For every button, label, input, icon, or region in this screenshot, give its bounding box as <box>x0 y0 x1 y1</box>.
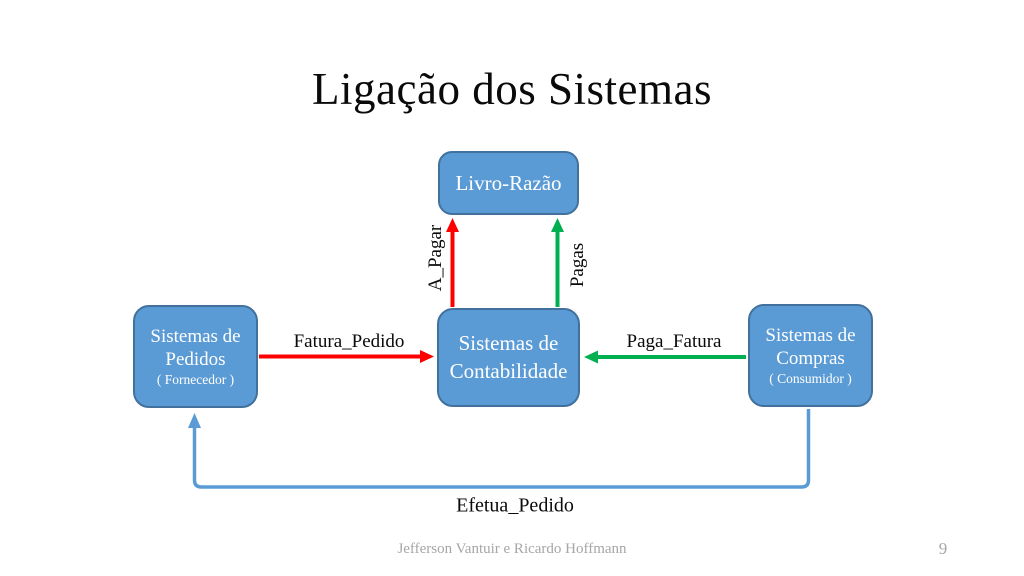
node-compras-sublabel: ( Consumidor ) <box>769 371 852 387</box>
footer-page-number: 9 <box>938 539 948 558</box>
efetua-pedido-label: Efetua_Pedido <box>456 494 574 517</box>
node-livro-razao: Livro-Razão <box>438 151 579 215</box>
node-contabilidade: Sistemas de Contabilidade <box>437 308 580 407</box>
node-pedidos-line1: Sistemas de <box>150 325 241 347</box>
pagas-arrow <box>551 218 564 307</box>
node-contabilidade-line1: Sistemas de <box>458 331 559 356</box>
paga-fatura-label: Paga_Fatura <box>626 331 722 352</box>
footer-authors: Jefferson Vantuir e Ricardo Hoffmann <box>397 541 627 557</box>
slide-title: Ligação dos Sistemas <box>312 64 712 114</box>
node-compras-line1: Sistemas de <box>765 324 856 346</box>
node-pedidos-line2: Pedidos <box>165 349 226 371</box>
node-pedidos-sublabel: ( Fornecedor ) <box>156 372 235 388</box>
node-compras-line2: Compras <box>776 348 845 370</box>
node-livro-razao-label: Livro-Razão <box>455 170 562 195</box>
a-pagar-arrow <box>446 218 459 307</box>
a-pagar-label: A_Pagar <box>425 224 446 292</box>
efetua-pedido-arrow <box>188 409 811 489</box>
node-pedidos: Sistemas de Pedidos ( Fornecedor ) <box>133 305 258 408</box>
pagas-label: Pagas <box>567 242 588 288</box>
fatura-pedido-label: Fatura_Pedido <box>293 331 405 352</box>
node-compras: Sistemas de Compras ( Consumidor ) <box>748 304 873 407</box>
node-contabilidade-line2: Contabilidade <box>449 358 568 383</box>
